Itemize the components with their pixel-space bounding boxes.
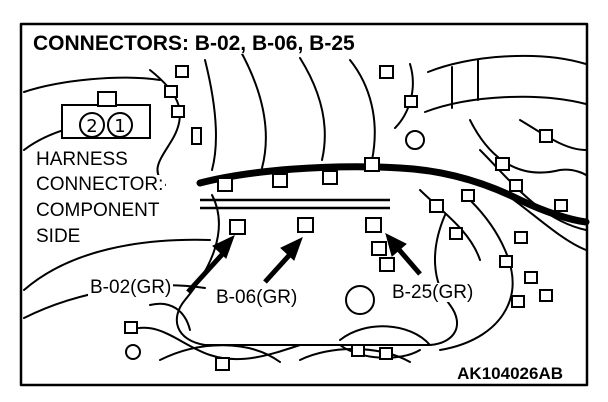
- component-connector-b25: [365, 217, 382, 233]
- connector-face-diagram: [61, 91, 151, 139]
- engine-contour-3: [204, 59, 217, 171]
- component-connector-b25-b: [371, 241, 387, 256]
- duct-outline-bottom: [424, 95, 587, 113]
- manifold-port: [339, 325, 431, 346]
- harness-connector-b06: [272, 173, 288, 188]
- connector-face-housing: [61, 104, 151, 139]
- component-label-line1: COMPONENT: [34, 200, 162, 221]
- connector-misc-15: [539, 289, 553, 302]
- connector-misc-1: [175, 65, 189, 78]
- lower-wire-2: [149, 302, 191, 331]
- connector-misc-10: [539, 129, 553, 143]
- duct-ribs: [451, 59, 479, 109]
- component-connector-b25-c: [379, 257, 395, 272]
- connector-misc-12: [514, 231, 528, 244]
- connector-misc-18: [124, 321, 138, 334]
- connector-misc-8: [495, 157, 510, 171]
- harness-connector-b02: [217, 177, 233, 192]
- harness-connector-b25: [322, 170, 338, 185]
- diagram-title: CONNECTORS: B-02, B-06, B-25: [30, 33, 358, 54]
- connector-misc-19: [215, 357, 230, 371]
- connector-misc-20: [351, 344, 365, 357]
- ground-terminal: [125, 344, 141, 360]
- component-connector-b02: [229, 219, 246, 235]
- sensor-ring: [405, 130, 425, 150]
- left-hose-1: [23, 238, 211, 291]
- engine-contour-1: [23, 76, 161, 93]
- connector-misc-14: [524, 271, 538, 284]
- figure-code: AK104026AB: [454, 365, 566, 382]
- arrow-b02-shaft: [186, 246, 230, 294]
- right-wire-2: [479, 149, 587, 231]
- connector-misc-22: [191, 127, 202, 145]
- right-wire-1: [469, 119, 587, 176]
- connector-misc-11: [554, 199, 568, 212]
- arrow-b02-head: [212, 235, 235, 259]
- connector-misc-4: [379, 65, 394, 79]
- label-b02: B-02(GR): [88, 277, 174, 298]
- figure-border: [19, 22, 589, 387]
- connector-misc-5: [404, 95, 418, 108]
- small-cap: [345, 285, 375, 315]
- main-harness: [196, 163, 590, 226]
- right-wire-3: [439, 199, 514, 351]
- component-connector-b06: [297, 217, 314, 233]
- engine-contour-4: [239, 49, 267, 169]
- connector-misc-7: [449, 227, 463, 240]
- pin-2-circle: [79, 112, 105, 138]
- label-b06: B-06(GR): [214, 287, 300, 308]
- connector-misc-21: [379, 347, 393, 360]
- connector-misc-17: [461, 189, 475, 202]
- right-wire-5: [419, 189, 481, 261]
- pin-1-circle: [107, 112, 133, 138]
- arrow-b06-head: [280, 237, 303, 261]
- connector-face-latch: [97, 91, 117, 107]
- right-wire-6: [519, 119, 587, 151]
- harness-label-line2: CONNECTOR:: [34, 174, 166, 195]
- connector-misc-6: [429, 199, 444, 213]
- lower-contour-1: [159, 344, 281, 363]
- engine-contour-6: [349, 59, 376, 161]
- arrow-b25-head: [385, 233, 407, 257]
- harness-label-line1: HARNESS: [34, 149, 130, 170]
- pin-1-number: 1: [114, 116, 125, 137]
- connector-misc-13: [499, 255, 513, 268]
- connector-misc-16: [511, 295, 525, 308]
- component-label-line2: SIDE: [34, 226, 83, 247]
- harness-connector-extra: [364, 157, 380, 172]
- connector-misc-2: [164, 85, 178, 98]
- engine-contour-5: [299, 57, 326, 161]
- label-b25: B-25(GR): [390, 282, 476, 303]
- connector-misc-3: [171, 105, 185, 118]
- lower-wire-1: [129, 326, 301, 361]
- duct-outline-top: [427, 54, 587, 73]
- connector-misc-9: [509, 179, 523, 192]
- pin-2-number: 2: [86, 116, 97, 137]
- connector-divider: [200, 198, 390, 210]
